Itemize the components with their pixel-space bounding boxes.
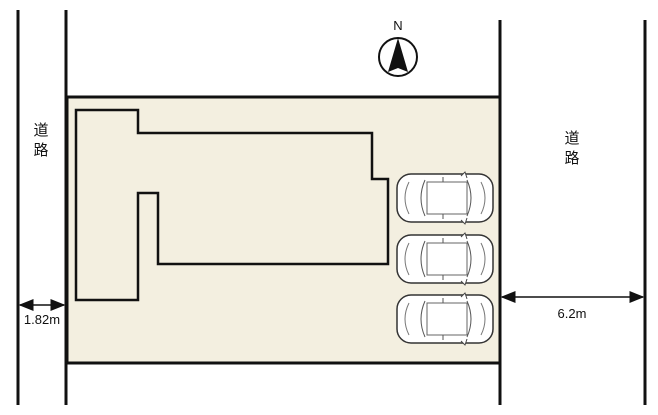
left-road-width: 1.82m [24, 312, 60, 327]
building-footprint [74, 108, 390, 302]
car-3 [396, 292, 494, 346]
north-arrow-icon [378, 37, 418, 77]
right-road-width: 6.2m [558, 306, 587, 321]
right-road-label-1: 道 [564, 130, 579, 147]
left-road-label-2: 路 [33, 142, 48, 159]
car-2 [396, 232, 494, 286]
right-road-label-2: 路 [564, 150, 579, 167]
left-road-label-1: 道 [33, 122, 48, 139]
compass-label: N [393, 18, 402, 33]
car-1 [396, 171, 494, 225]
